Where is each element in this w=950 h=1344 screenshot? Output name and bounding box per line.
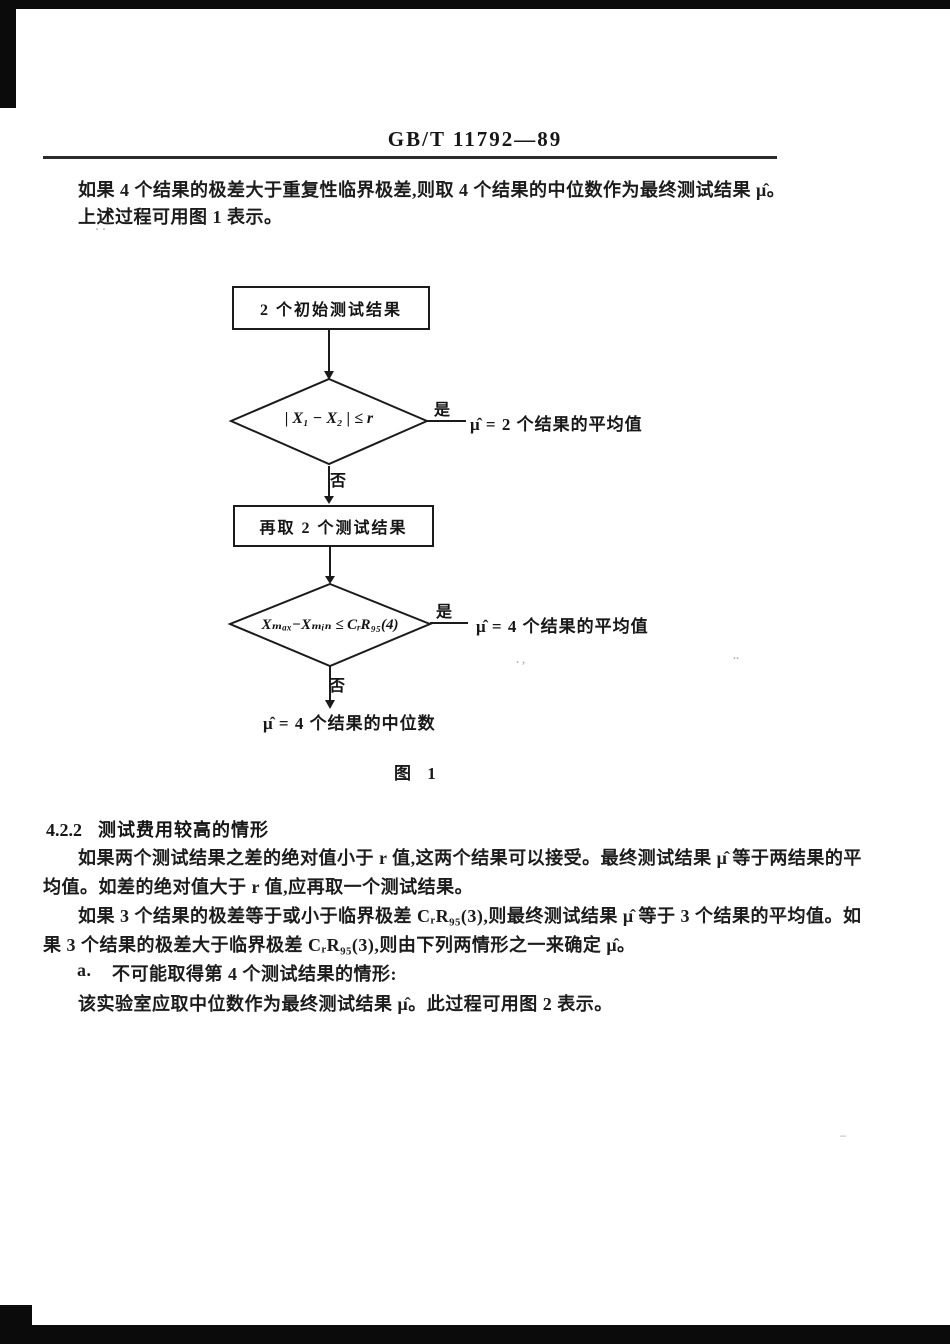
decision-1-condition: | X₁ − X₂ | ≤ r <box>284 410 374 427</box>
arrowhead-down-4 <box>325 700 335 709</box>
decision-2-yes-result: μ̂ = 4 个结果的平均值 <box>476 617 649 636</box>
decision-2-yes-label: 是 <box>436 604 454 621</box>
section-number: 4.2.2 <box>46 820 82 840</box>
body-line-2: 均值。如差的绝对值大于 r 值,应再取一个测试结果。 <box>43 877 474 897</box>
arrowhead-down-1 <box>324 371 334 380</box>
scan-artifact-top-edge <box>0 0 950 9</box>
decision-2-no-label: 否 <box>329 678 347 695</box>
body-line-6: 该实验室应取中位数作为最终测试结果 μ̂。此过程可用图 2 表示。 <box>78 994 613 1014</box>
list-item-a-label: a. <box>77 960 92 980</box>
flowchart-start-box: 2 个初始测试结果 <box>232 286 430 330</box>
standard-code-header: GB/T 11792—89 <box>387 127 563 151</box>
header-rule <box>43 156 777 159</box>
arrowhead-down-2 <box>324 496 334 504</box>
section-title: 测试费用较高的情形 <box>98 820 269 840</box>
scan-artifact-left-edge <box>0 0 16 108</box>
scan-noise-speck: · · <box>95 222 107 236</box>
arrowhead-down-3 <box>325 576 335 584</box>
flowchart-retake-box: 再取 2 个测试结果 <box>233 505 434 547</box>
decision-2-condition: Xₘₐₓ−Xₘᵢₙ ≤ CᵣR₉₅(4) <box>261 617 399 633</box>
scan-artifact-bottom-left-corner <box>0 1305 32 1344</box>
body-line-3: 如果 3 个结果的极差等于或小于临界极差 CᵣR₉₅(3),则最终测试结果 μ̂… <box>78 906 862 926</box>
scan-noise-speck: .. <box>733 648 739 662</box>
decision-1-yes-label: 是 <box>434 402 452 419</box>
body-line-4: 果 3 个结果的极差大于临界极差 CᵣR₉₅(3),则由下列两情形之一来确定 μ… <box>43 935 636 955</box>
intro-paragraph-line-1: 如果 4 个结果的极差大于重复性临界极差,则取 4 个结果的中位数作为最终测试结… <box>78 180 786 200</box>
scan-noise-speck: . , <box>516 652 525 666</box>
decision-1-no-label: 否 <box>330 473 348 490</box>
figure-1-caption: 图 1 <box>394 764 442 783</box>
list-item-a-text: 不可能取得第 4 个测试结果的情形: <box>112 964 397 984</box>
body-line-1: 如果两个测试结果之差的绝对值小于 r 值,这两个结果可以接受。最终测试结果 μ̂… <box>78 848 862 868</box>
scan-noise-speck: – <box>840 1128 846 1142</box>
intro-paragraph-line-2: 上述过程可用图 1 表示。 <box>78 207 283 227</box>
scan-artifact-bottom-edge <box>0 1325 950 1344</box>
section-heading-4-2-2: 4.2.2 测试费用较高的情形 <box>46 816 269 842</box>
decision-1-yes-result: μ̂ = 2 个结果的平均值 <box>470 415 643 434</box>
decision-2-no-result: μ̂ = 4 个结果的中位数 <box>263 714 436 733</box>
